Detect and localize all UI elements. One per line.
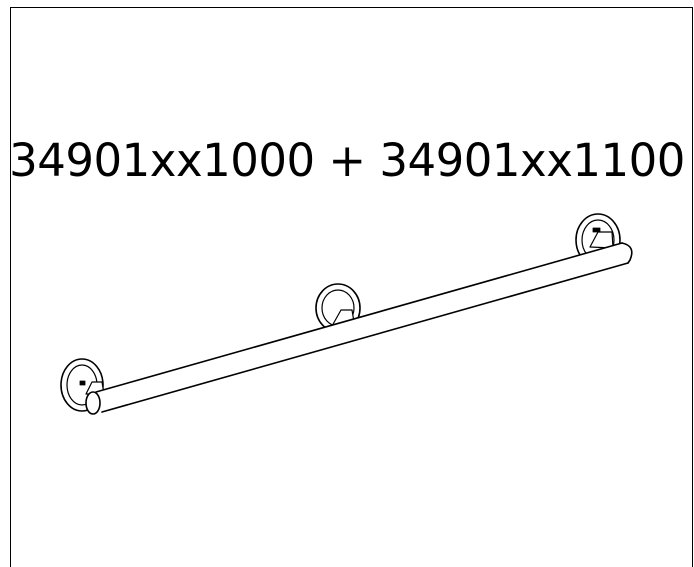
- grab-bar-drawing: [60, 213, 633, 415]
- part-number-label: 34901xx1000 + 34901xx1100: [9, 134, 685, 187]
- drawing-frame: [10, 7, 693, 567]
- grab-bar-tube: [85, 242, 633, 415]
